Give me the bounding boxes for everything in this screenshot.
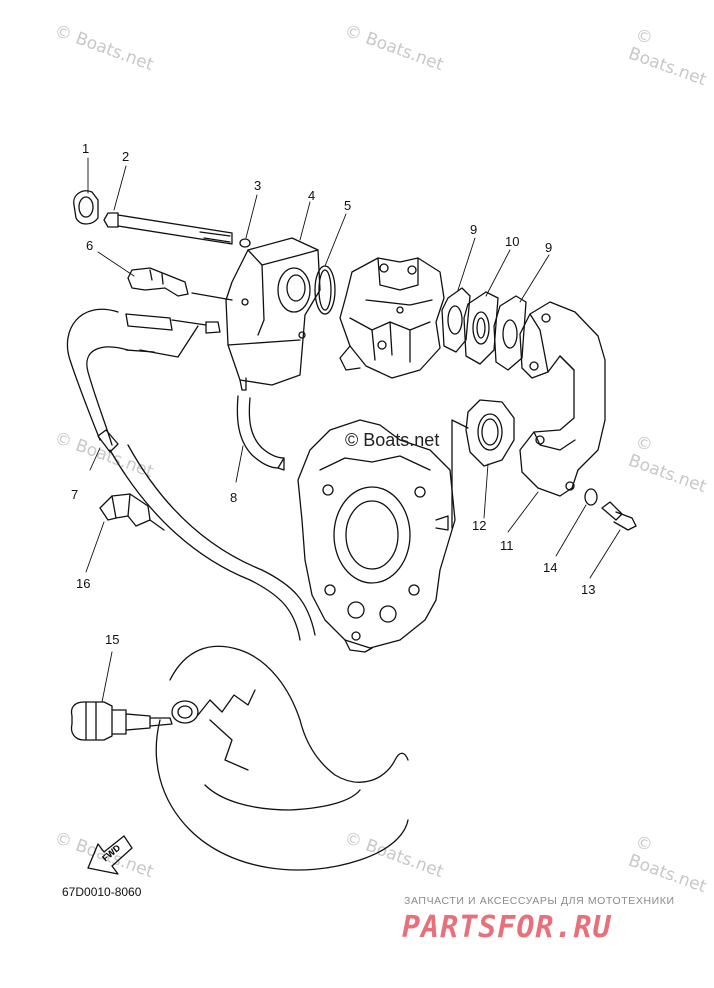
center-watermark: © Boats.net xyxy=(345,430,440,450)
callout-9b: 9 xyxy=(545,240,553,255)
callout-8: 8 xyxy=(230,490,238,505)
callout-13: 13 xyxy=(581,582,596,597)
washer-5 xyxy=(239,238,251,248)
callout-5: 3 xyxy=(254,178,262,193)
brand-tagline: ЗАПЧАСТИ И АКСЕССУАРЫ ДЛЯ МОТОТЕХНИКИ xyxy=(404,895,675,907)
callout-15: 15 xyxy=(105,632,120,647)
callout-6: 1 xyxy=(82,141,90,156)
callout-3: 6 xyxy=(86,238,94,253)
cylinder-block xyxy=(297,419,456,649)
fuel-pump-body-1 xyxy=(225,237,321,386)
callout-1: 4 xyxy=(308,188,316,203)
hose-8 xyxy=(236,395,279,469)
callout-2: 5 xyxy=(344,198,352,213)
engine-lower-cover xyxy=(169,645,409,783)
bolt-13 xyxy=(601,501,623,521)
o-ring-2 xyxy=(314,265,336,315)
callout-11: 11 xyxy=(500,538,514,553)
bolt-4 xyxy=(103,212,119,228)
callout-16: 16 xyxy=(76,576,91,591)
bracket-3 xyxy=(127,267,189,297)
gasket-9b xyxy=(493,295,527,371)
intake-manifold-11 xyxy=(519,301,606,497)
callout-9a: 9 xyxy=(470,222,478,237)
clip-16 xyxy=(99,493,151,527)
callout-4: 2 xyxy=(122,149,130,164)
fuel-line-long xyxy=(109,449,301,641)
washer-14 xyxy=(584,488,598,506)
grommet-6 xyxy=(73,190,99,225)
callout-10: 10 xyxy=(505,234,520,249)
callout-14: 14 xyxy=(543,560,558,575)
gasket-12 xyxy=(465,399,515,467)
sensor-15 xyxy=(70,701,113,741)
fuel-hose-7 xyxy=(66,308,119,441)
gasket-9a xyxy=(441,287,471,353)
callout-12: 12 xyxy=(472,518,487,533)
carburetor xyxy=(339,257,445,379)
gasket-10 xyxy=(463,291,499,365)
fwd-arrow xyxy=(87,835,133,875)
callout-7: 7 xyxy=(71,487,79,502)
brand-logo[interactable]: PARTSFOR.RU xyxy=(402,910,612,945)
part-code: 67D0010-8060 xyxy=(62,885,142,899)
